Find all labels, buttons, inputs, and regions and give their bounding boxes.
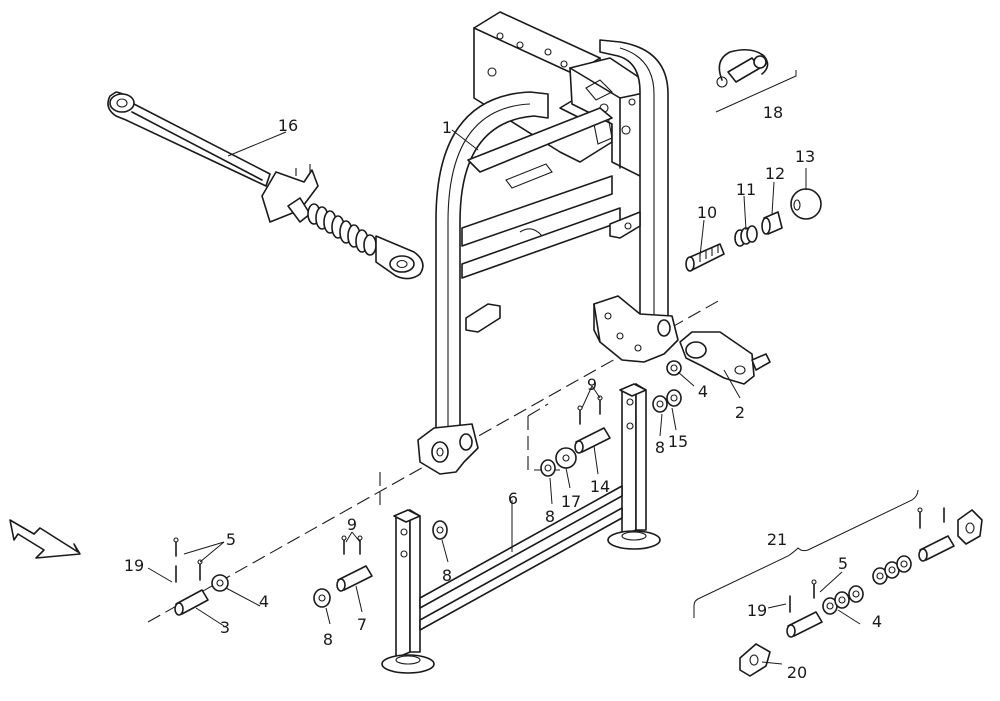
callout-3: 3 bbox=[220, 618, 230, 637]
callout-5-kit: 5 bbox=[838, 554, 848, 573]
top-link-assembly bbox=[107, 91, 424, 280]
callout-19-left: 19 bbox=[124, 556, 144, 575]
adjuster-spring bbox=[307, 203, 377, 256]
kit-brackets bbox=[693, 70, 919, 618]
linch-pin bbox=[716, 48, 769, 88]
parking-stand bbox=[381, 383, 661, 674]
callout-11: 11 bbox=[736, 180, 756, 199]
direction-arrow bbox=[9, 519, 81, 559]
callout-2: 2 bbox=[735, 403, 745, 422]
cotter-pins bbox=[173, 395, 945, 613]
callout-6: 6 bbox=[508, 489, 518, 508]
callout-10: 10 bbox=[697, 203, 717, 222]
callout-7: 7 bbox=[357, 615, 367, 634]
leader-lines bbox=[147, 129, 861, 665]
callout-17: 17 bbox=[561, 492, 581, 511]
callout-5-left: 5 bbox=[226, 530, 236, 549]
callout-12: 12 bbox=[765, 164, 785, 183]
callout-13: 13 bbox=[795, 147, 815, 166]
callout-8-a: 8 bbox=[323, 630, 333, 649]
callout-4-top: 4 bbox=[698, 382, 708, 401]
washers bbox=[211, 360, 912, 615]
clevis-pins bbox=[174, 427, 955, 638]
callout-14: 14 bbox=[590, 477, 610, 496]
clip-handles bbox=[739, 509, 983, 677]
callout-labels: 1 16 2 3 4 4 4 5 5 6 7 8 8 8 8 9 9 10 11… bbox=[124, 103, 882, 682]
callout-19-kit: 19 bbox=[747, 601, 767, 620]
callout-4-left: 4 bbox=[259, 592, 269, 611]
locking-pin-assembly bbox=[685, 188, 822, 272]
callout-20: 20 bbox=[787, 663, 807, 682]
callout-18: 18 bbox=[763, 103, 783, 122]
callout-21: 21 bbox=[767, 530, 787, 549]
callout-9-a: 9 bbox=[347, 515, 357, 534]
callout-1: 1 bbox=[442, 118, 452, 137]
callout-9-b: 9 bbox=[587, 375, 597, 394]
clevis-bracket bbox=[679, 331, 771, 385]
callout-16: 16 bbox=[278, 116, 298, 135]
callout-15: 15 bbox=[668, 432, 688, 451]
callout-8-b: 8 bbox=[442, 566, 452, 585]
callout-4-kit: 4 bbox=[872, 612, 882, 631]
main-frame bbox=[417, 11, 679, 475]
callout-8-d: 8 bbox=[655, 438, 665, 457]
callout-8-c: 8 bbox=[545, 507, 555, 526]
